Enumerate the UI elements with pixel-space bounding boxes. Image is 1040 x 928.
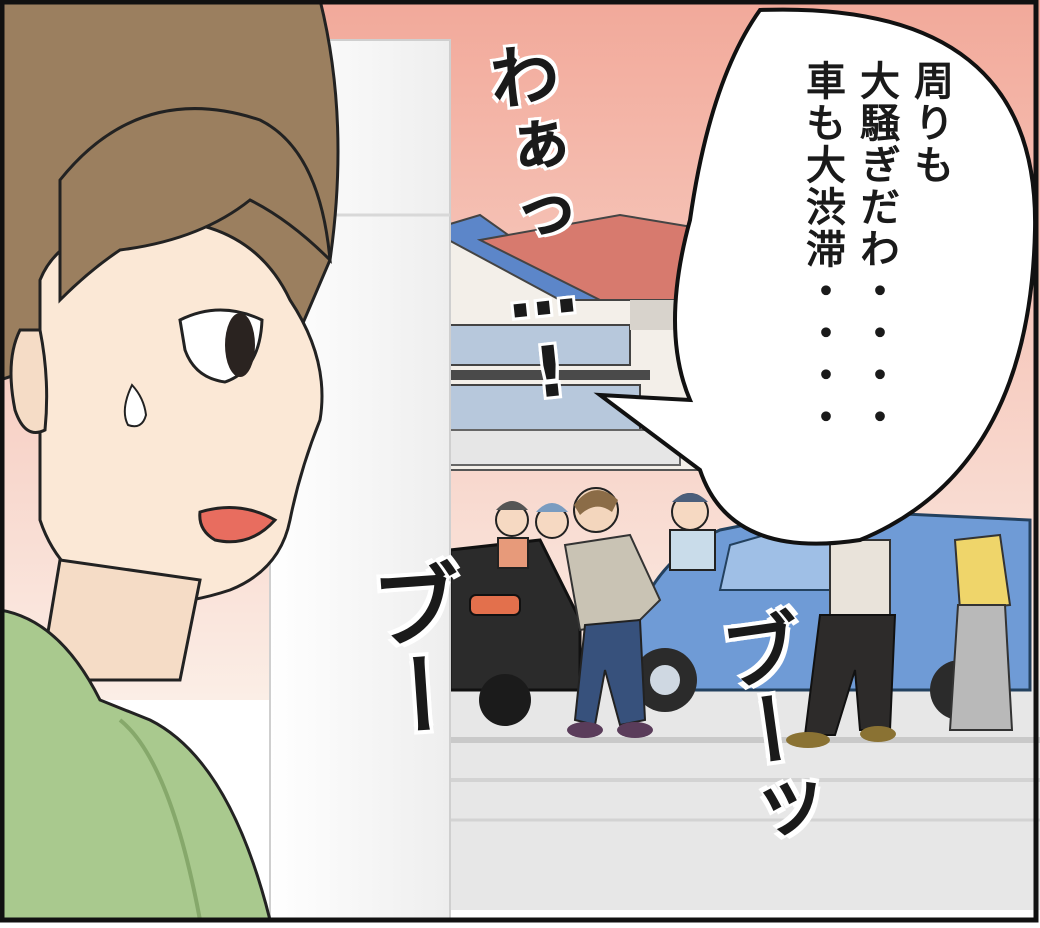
speech-line-2: 大騒ぎだわ・・・・ xyxy=(853,60,899,438)
pedestrian-yellow-top xyxy=(948,533,1014,731)
speech-line-1: 周りも xyxy=(907,60,953,186)
road xyxy=(440,680,1040,910)
walking-man xyxy=(563,487,662,738)
speech-bubble-text: 周りも 大騒ぎだわ・・・・ 車も大渋滞・・・・ xyxy=(799,60,953,438)
woman-character xyxy=(0,0,340,922)
black-car xyxy=(448,538,582,726)
speech-bubble-shape xyxy=(593,7,1038,546)
speech-line-3: 車も大渋滞・・・・ xyxy=(799,60,845,438)
pedestrian-dark-pants xyxy=(786,539,897,748)
crowd-people xyxy=(495,493,716,571)
sfx-car-horn-left: ブー xyxy=(351,556,470,744)
